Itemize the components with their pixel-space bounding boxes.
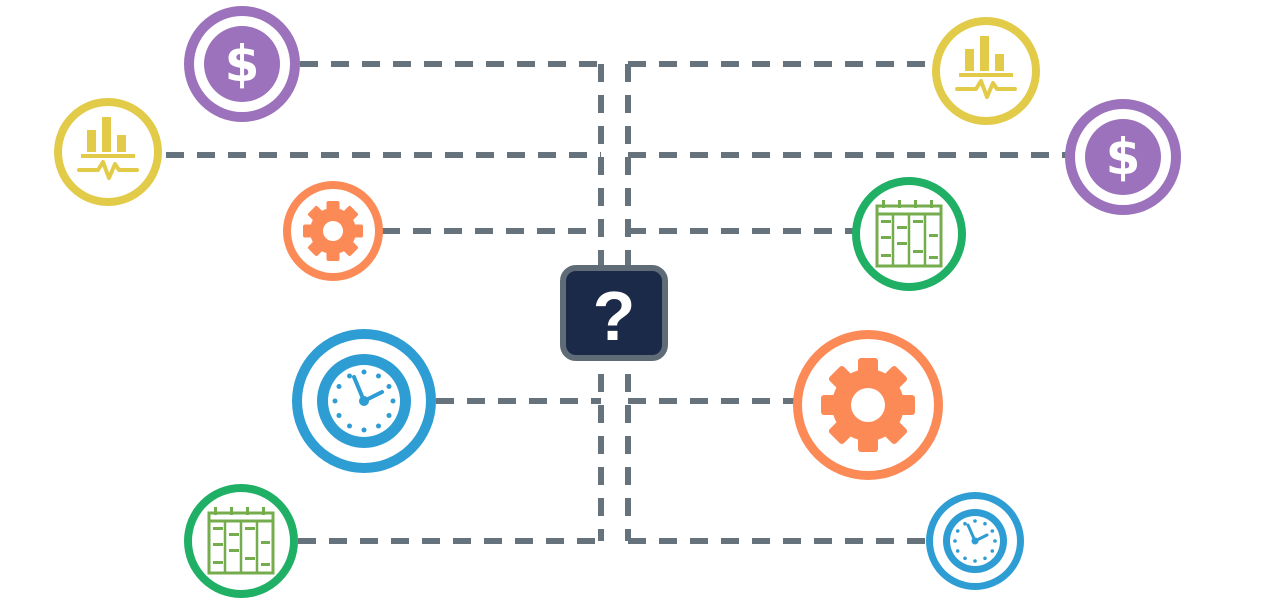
clock-icon xyxy=(926,492,1024,590)
clock-icon xyxy=(292,329,436,473)
svg-text:$: $ xyxy=(225,35,260,93)
dollar-coin-icon: $ xyxy=(184,6,300,122)
analytics-chart-icon xyxy=(54,98,162,206)
center-box xyxy=(560,265,668,361)
calendar-schedule-icon xyxy=(852,177,966,291)
svg-text:$: $ xyxy=(1106,128,1141,186)
gear-icon xyxy=(793,330,943,480)
question-mark-icon: ? xyxy=(593,277,636,355)
analytics-chart-icon xyxy=(932,17,1040,125)
dollar-coin-icon: $ xyxy=(1065,99,1181,215)
calendar-schedule-icon xyxy=(184,484,298,598)
connector-trunks xyxy=(598,64,631,541)
connector-branches xyxy=(166,61,1066,544)
gear-icon xyxy=(283,181,383,281)
center-hub: ? xyxy=(560,265,668,361)
